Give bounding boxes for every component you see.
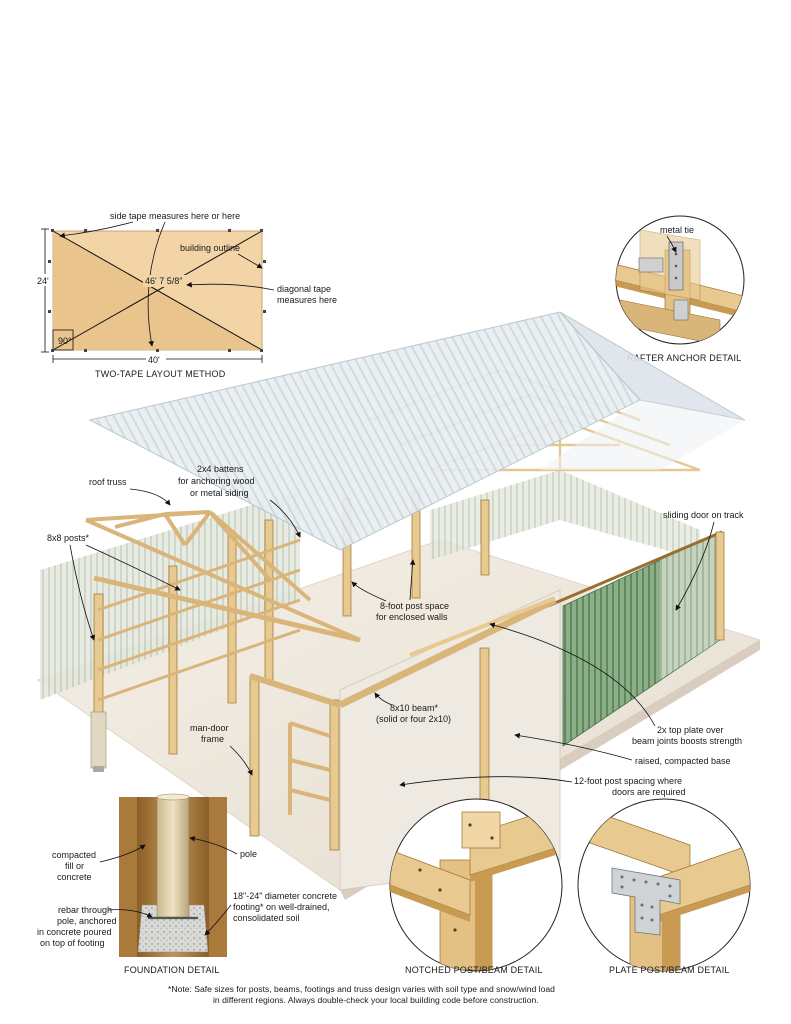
notched-top-block [461,811,501,849]
label-base: raised, compacted base [635,756,731,766]
foundation-caption: FOUNDATION DETAIL [124,965,220,975]
layout-plan: 90° 24' 40' side tape measures here or h… [36,211,337,379]
plan-angle-label: 90° [58,336,72,346]
label-sliding-door: sliding door on track [663,510,744,520]
plan-diagonal-label-1: diagonal tape [277,284,331,294]
plate-detail: PLATE POST/BEAM DETAIL [577,798,751,975]
foundation-detail: compacted fill or concrete pole rebar th… [37,793,337,975]
post-door-left [249,675,260,837]
label-battens-2: for anchoring wood [178,476,255,486]
notched-caption: NOTCHED POST/BEAM DETAIL [405,965,543,975]
plan-width-label: 24' [37,276,49,286]
rear-wall-siding [430,470,700,560]
plan-diagonal-2 [52,230,263,351]
end-beam [338,596,557,709]
foundation-footing-3: consolidated soil [233,913,300,923]
plan-building-outline-label: building outline [180,243,240,253]
foundation-footing-1: 18"-24" diameter concrete [233,891,337,901]
post-corner [715,531,725,641]
label-post-space-1: 8-foot post space [380,601,449,611]
foundation-rebar-2: pole, anchored [57,916,117,926]
foundation-footing-2: footing* on well-drained, [233,902,330,912]
label-spacing-2: doors are required [612,787,686,797]
plan-stakes [48,229,266,352]
rafter-metal-tie-label: metal tie [660,225,694,235]
post-2 [168,565,178,755]
foundation-pole-label: pole [240,849,257,859]
label-battens-1: 2x4 battens [197,464,244,474]
foundation-rebar-3: in concrete poured [37,927,112,937]
foundation-rebar-1: rebar through [58,905,112,915]
plan-diagonal-label-2: measures here [277,295,337,305]
plan-length-label: 40' [148,355,160,365]
label-posts: 8x8 posts* [47,533,90,543]
post-door-right [329,699,340,851]
plan-side-tape-label: side tape measures here or here [110,211,240,221]
plan-caption: TWO-TAPE LAYOUT METHOD [95,369,226,379]
man-door-frame [288,721,331,815]
foundation-rebar-4: on top of footing [40,938,105,948]
footnote-line-1: *Note: Safe sizes for posts, beams, foot… [168,984,555,994]
label-beam-2: (solid or four 2x10) [376,714,451,724]
footnote-line-2: in different regions. Always double-chec… [213,995,539,1005]
post-footing-collar [90,711,107,769]
plan-right-angle [52,329,74,351]
label-spacing-1: 12-foot post spacing where [574,776,682,786]
label-beam-1: 8x10 beam* [390,703,439,713]
rafter-caption: RAFTER ANCHOR DETAIL [627,353,741,363]
label-top-plate-1: 2x top plate over [657,725,724,735]
door-siding-right [660,532,720,680]
foundation-fill-2: fill or [65,861,84,871]
label-battens-3: or metal siding [190,488,249,498]
label-man-door-2: frame [201,734,224,744]
foundation-fill-3: concrete [57,872,92,882]
label-roof-truss: roof truss [89,477,127,487]
post-3 [227,532,237,704]
post-7 [480,499,490,576]
steel-plate [611,867,681,936]
label-post-space-2: for enclosed walls [376,612,448,622]
roof-far-slope [540,400,745,470]
label-top-plate-2: beam joints boosts strength [632,736,742,746]
door-header-beam [249,673,341,708]
foundation-fill-1: compacted [52,850,96,860]
plate-caption: PLATE POST/BEAM DETAIL [609,965,730,975]
label-man-door-1: man-door [190,723,229,733]
front-beam [93,575,361,643]
pole [156,796,190,918]
roof-truss-front [85,510,361,642]
main-callouts: roof truss 2x4 battens for anchoring woo… [47,464,744,797]
rafter-anchor-detail: metal tie RAFTER ANCHOR DETAIL [615,215,745,363]
plan-diagonal-value: 46' 7 5/8" [145,276,182,286]
